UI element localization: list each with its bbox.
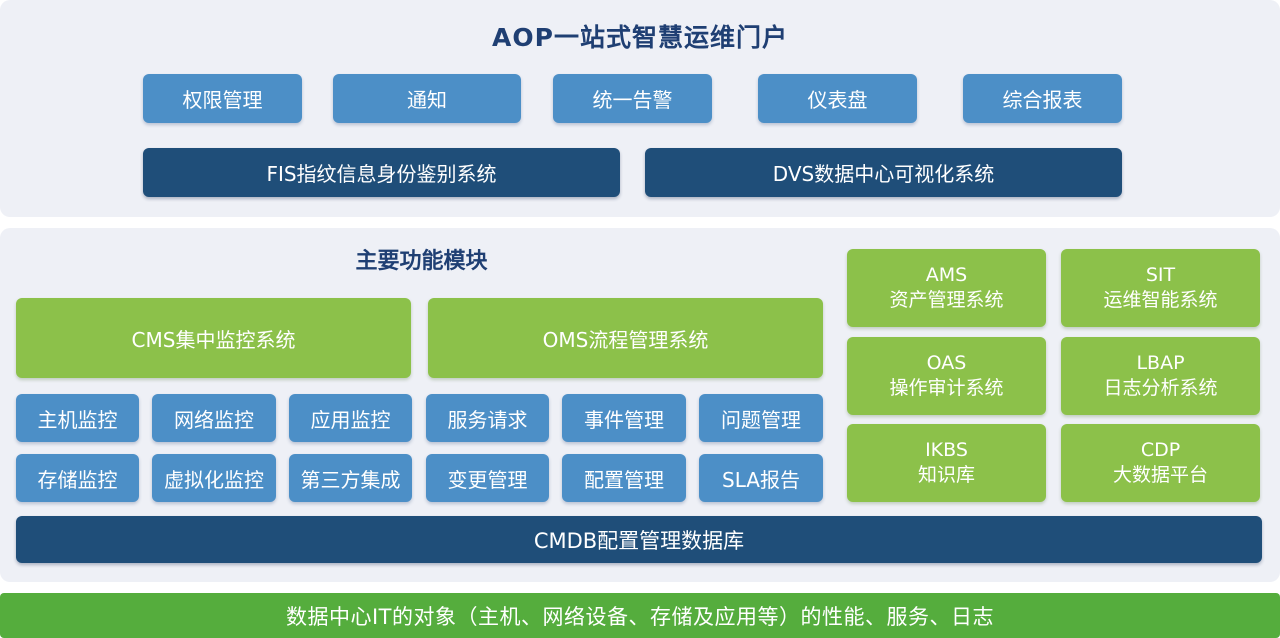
cms-item-storage-monitoring[interactable]: 存储监控: [16, 454, 139, 502]
portal-system-dvs[interactable]: DVS数据中心可视化系统: [645, 148, 1122, 197]
side-system-ikbs[interactable]: IKBS 知识库: [847, 424, 1046, 502]
side-system-code: CDP: [1140, 439, 1181, 461]
oms-item-configuration-management[interactable]: 配置管理: [562, 454, 686, 502]
side-system-oas[interactable]: OAS 操作审计系统: [847, 337, 1046, 415]
portal-button-dashboard[interactable]: 仪表盘: [758, 74, 917, 123]
side-system-ams[interactable]: AMS 资产管理系统: [847, 249, 1046, 327]
cms-system[interactable]: CMS集中监控系统: [16, 298, 411, 378]
portal-title: AOP一站式智慧运维门户: [492, 23, 788, 52]
side-system-code: SIT: [1145, 264, 1176, 286]
cms-item-host-monitoring[interactable]: 主机监控: [16, 394, 139, 442]
cms-item-virtualization-monitoring[interactable]: 虚拟化监控: [152, 454, 276, 502]
cms-item-application-monitoring[interactable]: 应用监控: [289, 394, 412, 442]
side-system-name: 知识库: [917, 464, 975, 486]
side-system-lbap[interactable]: LBAP 日志分析系统: [1061, 337, 1260, 415]
side-system-code: AMS: [925, 264, 968, 286]
modules-title: 主要功能模块: [355, 249, 488, 274]
oms-item-change-management[interactable]: 变更管理: [426, 454, 549, 502]
side-system-name: 操作审计系统: [889, 377, 1004, 399]
side-system-code: LBAP: [1136, 352, 1185, 374]
cms-item-network-monitoring[interactable]: 网络监控: [152, 394, 276, 442]
data-source-bar: 数据中心IT的对象（主机、网络设备、存储及应用等）的性能、服务、日志: [0, 593, 1280, 638]
side-system-name: 运维智能系统: [1103, 289, 1218, 311]
portal-system-fis[interactable]: FIS指纹信息身份鉴别系统: [143, 148, 620, 197]
side-system-name: 日志分析系统: [1103, 377, 1218, 399]
oms-item-problem-management[interactable]: 问题管理: [699, 394, 823, 442]
portal-button-reports[interactable]: 综合报表: [963, 74, 1122, 123]
side-system-code: OAS: [926, 352, 967, 374]
side-system-name: 资产管理系统: [889, 289, 1004, 311]
side-system-cdp[interactable]: CDP 大数据平台: [1061, 424, 1260, 502]
oms-system[interactable]: OMS流程管理系统: [428, 298, 823, 378]
portal-button-notification[interactable]: 通知: [333, 74, 521, 123]
side-system-name: 大数据平台: [1112, 464, 1208, 486]
cms-item-third-party-integration[interactable]: 第三方集成: [289, 454, 412, 502]
side-system-sit[interactable]: SIT 运维智能系统: [1061, 249, 1260, 327]
side-system-code: IKBS: [925, 439, 968, 461]
oms-item-service-request[interactable]: 服务请求: [426, 394, 549, 442]
portal-button-permission[interactable]: 权限管理: [143, 74, 302, 123]
oms-item-incident-management[interactable]: 事件管理: [562, 394, 686, 442]
portal-button-unified-alarm[interactable]: 统一告警: [553, 74, 712, 123]
oms-item-sla-report[interactable]: SLA报告: [699, 454, 823, 502]
cmdb-database[interactable]: CMDB配置管理数据库: [16, 516, 1262, 563]
